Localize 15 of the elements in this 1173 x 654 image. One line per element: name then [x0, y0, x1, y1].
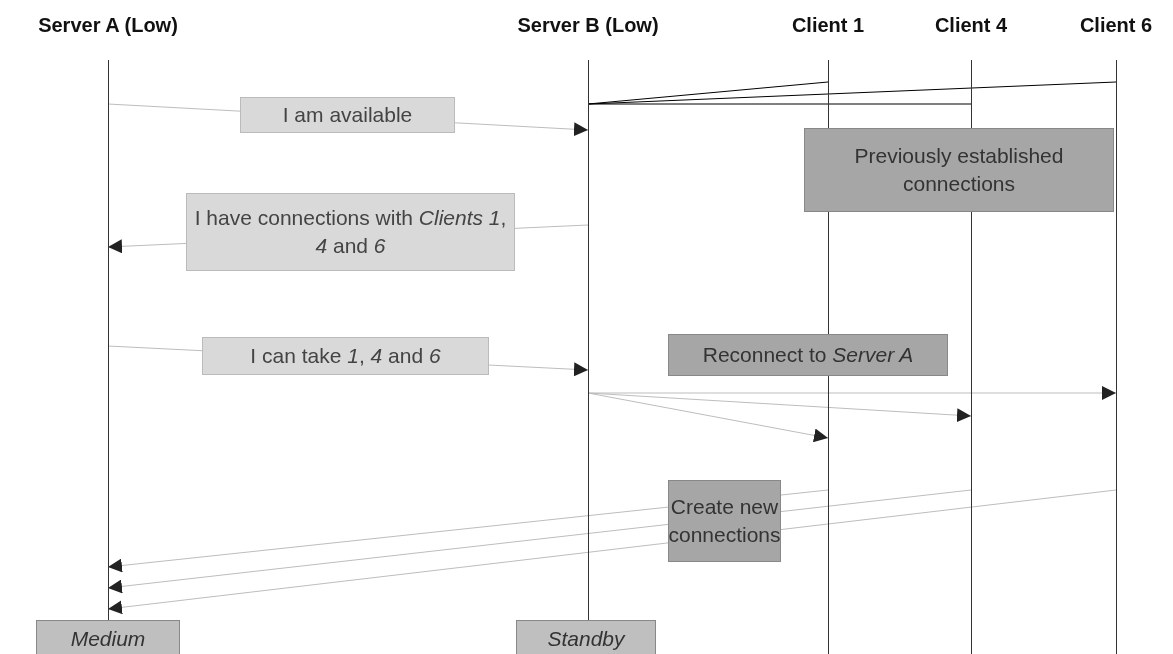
connection-line: [587, 103, 972, 105]
lifeline-header: Client 4: [933, 14, 1009, 37]
lifeline-header: Server A (Low): [37, 14, 179, 37]
lifeline-header: Client 6: [1078, 14, 1154, 37]
note-text: Create new connections: [668, 493, 781, 548]
note-text: Reconnect to Server A: [702, 341, 914, 368]
lifeline-header: Client 1: [790, 14, 866, 37]
note-text: Previously established connections: [853, 142, 1065, 197]
edge-label: I am available: [282, 101, 413, 128]
state-label: Medium: [70, 626, 146, 652]
state-label: Standby: [547, 626, 625, 652]
lifeline-header: Server B (Low): [516, 14, 660, 37]
arrow: [587, 392, 829, 443]
edge-label: I have connections with Clients 1, 4 and 6: [193, 204, 508, 259]
edge-label: I can take 1, 4 and 6: [250, 342, 441, 369]
